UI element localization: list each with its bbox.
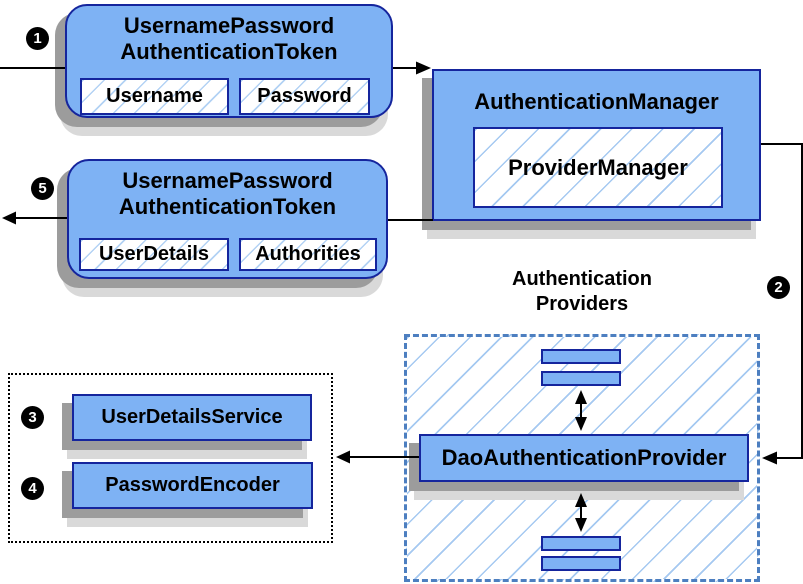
- request-token-box: UsernamePassword AuthenticationToken Use…: [65, 4, 393, 118]
- arrow-result-out: [2, 211, 67, 225]
- request-token-title: UsernamePassword AuthenticationToken: [120, 13, 338, 64]
- dao-authentication-provider-box: DaoAuthenticationProvider: [419, 434, 749, 482]
- result-token-box: UsernamePassword AuthenticationToken Use…: [67, 159, 388, 279]
- provider-stack-bar: [541, 371, 621, 386]
- user-details-field-box: UserDetails: [79, 238, 229, 271]
- authentication-manager-box: AuthenticationManager ProviderManager: [432, 69, 761, 221]
- authorities-field-box: Authorities: [239, 238, 377, 271]
- result-token-title: UsernamePassword AuthenticationToken: [118, 168, 337, 219]
- authentication-manager-title: AuthenticationManager: [474, 89, 719, 114]
- step-2-badge: 2: [767, 276, 790, 299]
- step-1-badge: 1: [26, 27, 49, 50]
- authentication-providers-label: Authentication Providers: [512, 268, 652, 315]
- provider-stack-bar: [541, 556, 621, 571]
- arrow-manager-to-provider: [761, 143, 803, 465]
- step-4-badge: 4: [21, 477, 44, 500]
- password-encoder-box: PasswordEncoder: [72, 462, 313, 509]
- provider-manager-box: ProviderManager: [473, 127, 723, 208]
- username-field-box: Username: [80, 78, 229, 115]
- step-5-badge: 5: [31, 177, 54, 200]
- provider-stack-bar: [541, 536, 621, 551]
- user-details-service-box: UserDetailsService: [72, 394, 312, 441]
- step-3-badge: 3: [21, 406, 44, 429]
- arrow-token-to-manager: [393, 61, 431, 75]
- password-field-box: Password: [239, 78, 370, 115]
- provider-stack-bar: [541, 349, 621, 364]
- collaborators-container: [8, 373, 333, 543]
